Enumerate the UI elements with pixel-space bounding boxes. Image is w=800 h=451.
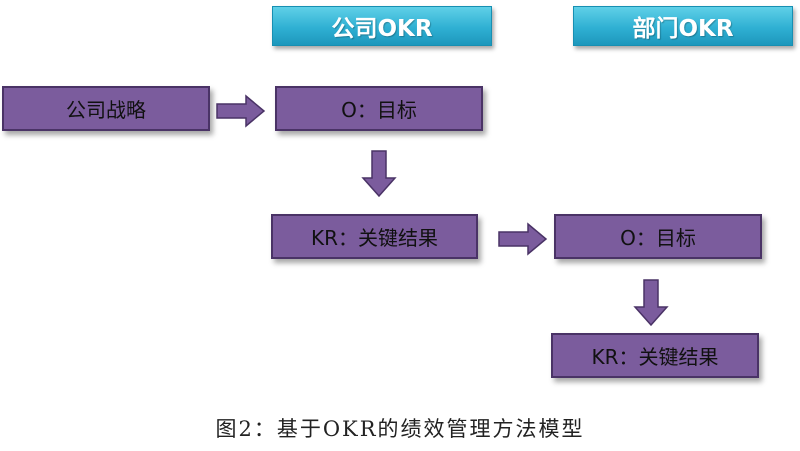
- node-company-key-results: KR：关键结果: [271, 214, 478, 259]
- node-company-strategy: 公司战略: [2, 86, 210, 131]
- node-department-objective: O：目标: [554, 214, 762, 259]
- figure-caption: 图2：基于OKR的绩效管理方法模型: [215, 417, 585, 441]
- header-department-okr: 部门OKR: [573, 6, 793, 46]
- arrow-right-strategy-to-objective: [216, 94, 266, 128]
- node-department-key-results: KR：关键结果: [551, 333, 759, 378]
- arrow-down-objective-to-key-results: [361, 150, 397, 198]
- arrow-right-key-results-to-dept-objective: [498, 222, 548, 256]
- node-company-objective: O：目标: [275, 86, 483, 131]
- header-company-okr: 公司OKR: [272, 6, 492, 46]
- arrow-down-dept-objective-to-key-results: [633, 279, 669, 327]
